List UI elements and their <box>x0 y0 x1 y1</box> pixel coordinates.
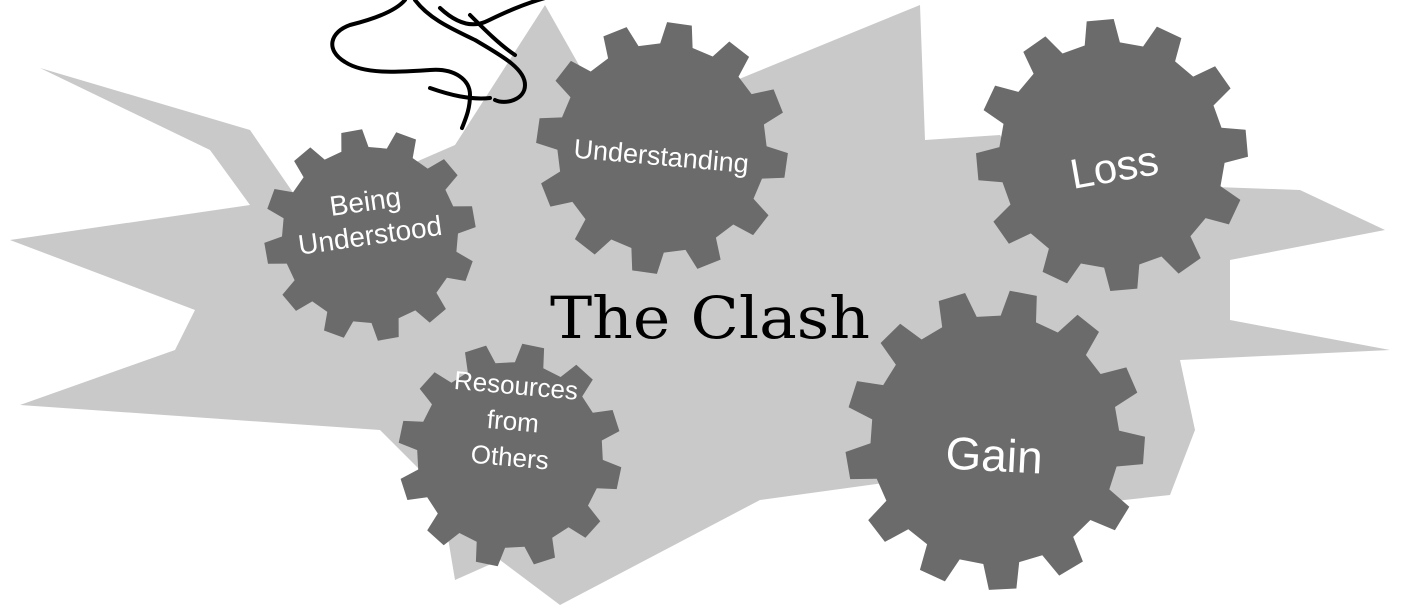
gear-shape <box>398 343 622 567</box>
gear-shape <box>264 129 476 341</box>
gear-label-gain: Gain <box>944 427 1044 484</box>
gear-shape <box>536 22 788 274</box>
gear-gain: Gain <box>845 290 1145 590</box>
gear-shape <box>976 19 1248 291</box>
gear-label-line: Gain <box>944 427 1044 484</box>
gear-label-line: Others <box>470 439 550 476</box>
diagram-title: The Clash <box>550 284 870 352</box>
gear-loss: Loss <box>976 19 1248 291</box>
gear-resources-from-others: ResourcesfromOthers <box>398 343 622 567</box>
gear-understanding: Understanding <box>536 22 788 274</box>
gear-shape <box>845 290 1145 590</box>
scribble-drawing <box>330 0 546 130</box>
gear-being-understood: BeingUnderstood <box>264 129 476 341</box>
gear-label-line: from <box>486 404 540 438</box>
